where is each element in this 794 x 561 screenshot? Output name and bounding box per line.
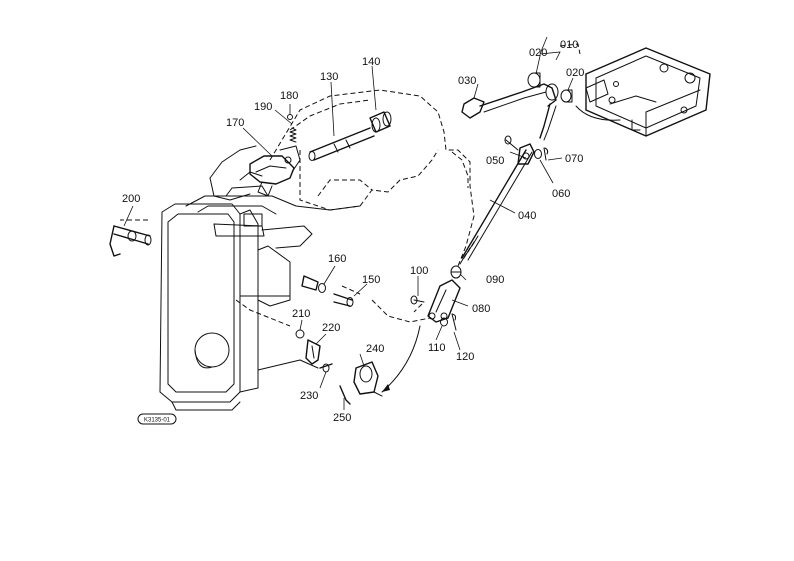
part-030-pedal-lever <box>461 83 559 141</box>
label-250: 250 <box>333 412 351 424</box>
label-180: 180 <box>280 90 298 102</box>
part-040-rod <box>459 143 535 265</box>
part-240-arm <box>353 361 383 397</box>
part-140-sleeve <box>369 111 392 133</box>
label-080: 080 <box>472 303 490 315</box>
part-210-oring <box>295 329 305 339</box>
label-010: 010 <box>560 39 578 51</box>
label-210: 210 <box>292 308 310 320</box>
part-250-pin <box>339 385 351 405</box>
label-200: 200 <box>122 193 140 205</box>
part-200-rod <box>109 225 152 257</box>
label-220: 220 <box>322 322 340 334</box>
label-040: 040 <box>518 210 536 222</box>
label-240: 240 <box>366 343 384 355</box>
label-070: 070 <box>565 153 583 165</box>
linkage-path-arrow <box>381 325 421 393</box>
part-090-nut <box>450 265 462 279</box>
part-110-120-washer-pin <box>440 313 457 331</box>
label-140: 140 <box>362 56 380 68</box>
label-020-right: 020 <box>566 67 584 79</box>
reference-code: K3135-01 <box>144 418 171 424</box>
upper-casing <box>185 145 361 249</box>
part-150-bolt <box>333 293 354 307</box>
label-110: 110 <box>428 342 446 354</box>
label-130: 130 <box>320 71 338 83</box>
label-190: 190 <box>254 101 272 113</box>
part-060-070-washer-pin <box>534 147 549 161</box>
label-160: 160 <box>328 253 346 265</box>
leader-lines <box>123 36 574 410</box>
label-030: 030 <box>458 75 476 87</box>
transmission-housing <box>159 203 319 411</box>
part-100-pin <box>410 295 425 305</box>
label-060: 060 <box>552 188 570 200</box>
reference-code-badge: K3135-01 <box>137 413 177 425</box>
label-050: 050 <box>486 155 504 167</box>
part-180-ball <box>287 114 293 120</box>
label-020-left: 020 <box>529 47 547 59</box>
part-050-pin <box>504 135 519 151</box>
part-190-spring <box>289 127 297 143</box>
label-230: 230 <box>300 390 318 402</box>
part-160-washer <box>301 275 326 293</box>
label-150: 150 <box>362 274 380 286</box>
part-170-lever <box>249 145 301 197</box>
part-010-bracket <box>575 47 711 137</box>
label-100: 100 <box>410 265 428 277</box>
label-090: 090 <box>486 274 504 286</box>
label-120: 120 <box>456 351 474 363</box>
part-130-shaft <box>308 127 375 161</box>
label-170: 170 <box>226 117 244 129</box>
part-220-lever <box>305 339 321 365</box>
part-230-bolt <box>319 363 333 373</box>
phantom-outline <box>120 43 581 327</box>
part-labels: 010 020 020 030 040 050 060 070 080 090 … <box>122 39 584 424</box>
part-080-yoke <box>427 279 461 323</box>
